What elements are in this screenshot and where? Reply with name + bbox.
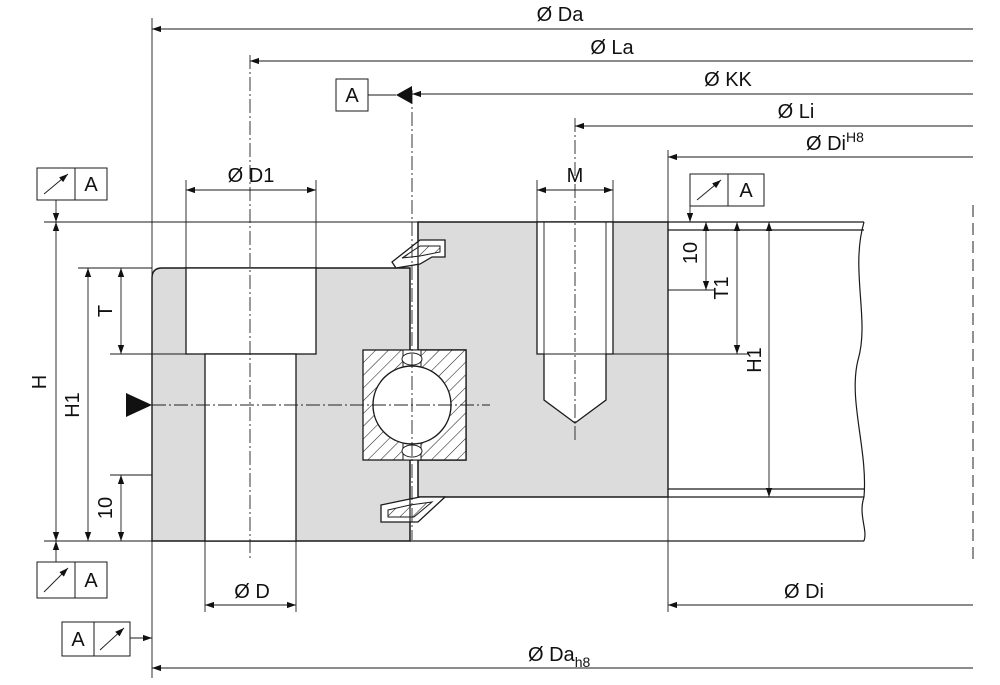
datum-a-left <box>126 393 152 417</box>
label-d: Ø D <box>234 581 270 603</box>
fcf-bottom-left-datum: A <box>84 570 98 592</box>
label-h1-right: H1 <box>744 347 766 373</box>
dimension-labels: Ø Da Ø La Ø KK Ø Li Ø DiH8 Ø D1 M Ø D Ø … <box>29 4 864 670</box>
label-li: Ø Li <box>778 101 815 123</box>
runout-arrow-icon <box>43 567 69 593</box>
ring-gap <box>409 222 419 541</box>
datum-a-top: A <box>335 78 412 112</box>
runout-arrow-icon <box>43 173 69 195</box>
label-la: Ø La <box>590 37 634 59</box>
fcf-bottom-left: A <box>36 561 108 599</box>
label-di: Ø Di <box>784 581 824 603</box>
label-10-right: 10 <box>680 242 702 264</box>
label-10-left: 10 <box>95 497 117 519</box>
label-di-fit: Ø DiH8 <box>806 129 864 155</box>
fcf-bottom-outer-datum: A <box>71 629 85 651</box>
center-lines <box>130 55 576 560</box>
fcf-top-right: A <box>689 173 765 207</box>
label-m: M <box>567 165 584 187</box>
runout-arrow-icon <box>99 627 125 651</box>
fcf-top-left-datum: A <box>84 174 98 196</box>
datum-triangle-icon <box>396 86 412 104</box>
dimension-lines <box>52 25 973 672</box>
datum-triangle-icon <box>126 393 152 417</box>
datum-a-top-label: A <box>345 85 359 107</box>
outer-ring-bolt-hole <box>185 267 317 542</box>
label-da: Ø Da <box>537 4 585 26</box>
label-h: H <box>29 375 51 389</box>
label-kk: Ø KK <box>704 69 752 91</box>
label-t1: T1 <box>711 276 733 299</box>
label-h1-left: H1 <box>62 392 84 418</box>
label-t: T <box>95 305 117 317</box>
fcf-top-right-datum: A <box>739 180 753 202</box>
label-da-fit: Ø Dah8 <box>528 644 590 670</box>
fcf-top-left: A <box>36 167 108 201</box>
runout-arrow-icon <box>696 179 722 201</box>
label-d1: Ø D1 <box>228 165 275 187</box>
extension-lines <box>44 18 780 678</box>
fcf-bottom-outer: A <box>61 621 131 657</box>
